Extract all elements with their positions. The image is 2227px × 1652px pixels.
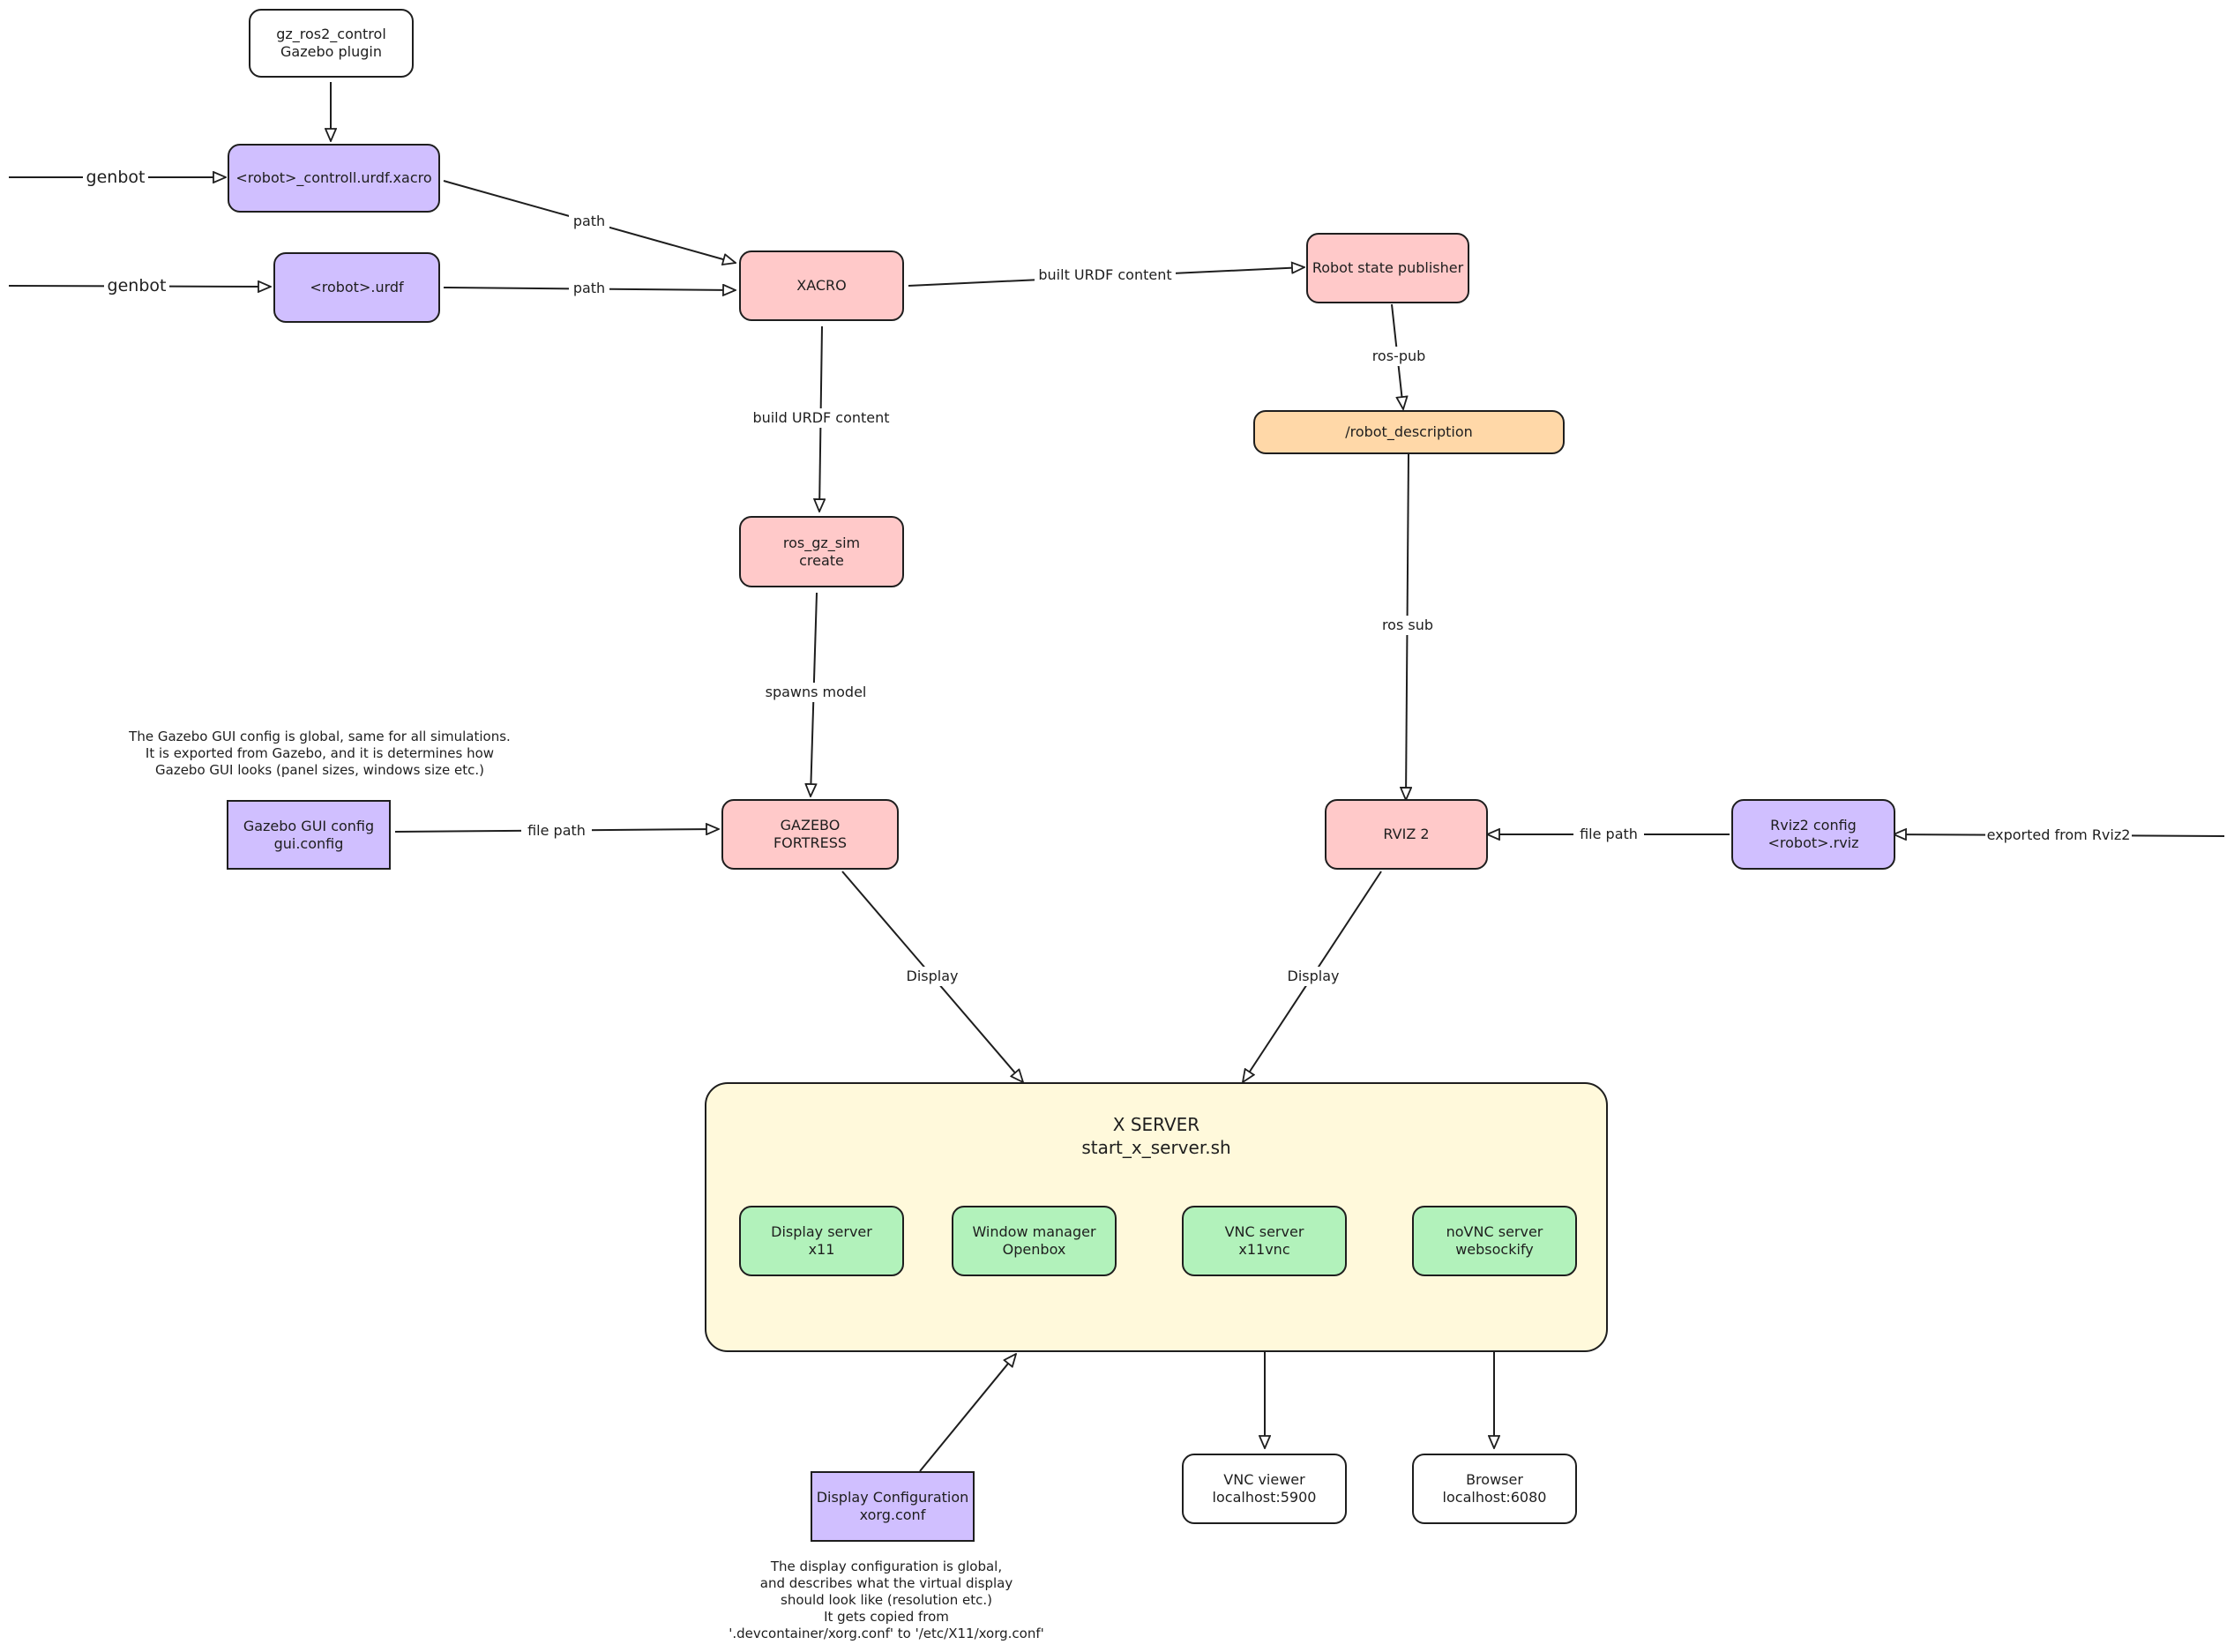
edge-gazebo-to-xserver [841,871,1023,1082]
edge-rsp-to-robot-description [1391,303,1403,409]
ros-gz-sim-create-node[interactable]: ros_gz_sim create [739,516,904,587]
xacro-node[interactable]: XACRO [739,250,904,321]
edge-gui-config-to-gazebo [394,829,719,832]
gazebo-gui-config-node[interactable]: Gazebo GUI config gui.config [227,800,391,870]
edge-xacro-to-ros-gz-sim [819,325,822,512]
robot-state-publisher-node[interactable]: Robot state publisher [1306,233,1469,303]
x-server-title: X SERVER start_x_server.sh [1081,1114,1231,1158]
edge-genbot-to-urdf [8,286,271,287]
edge-exported-to-rviz-config [1894,834,2225,836]
edge-display-config-to-xserver [919,1354,1016,1472]
browser-node[interactable]: Browser localhost:6080 [1412,1454,1577,1524]
gazebo-gui-config-note: The Gazebo GUI config is global, same fo… [129,729,511,778]
display-configuration-node[interactable]: Display Configuration xorg.conf [811,1471,975,1542]
edge-ros-gz-sim-to-gazebo [811,592,818,796]
display-server-node[interactable]: Display server x11 [739,1206,904,1276]
rviz2-node[interactable]: RVIZ 2 [1325,799,1488,870]
robot-urdf-file-node[interactable]: <robot>.urdf [273,252,440,323]
display-configuration-note: The display configuration is global, and… [729,1559,1044,1641]
window-manager-node[interactable]: Window manager Openbox [952,1206,1117,1276]
control-xacro-file-node[interactable]: <robot>_controll.urdf.xacro [228,144,440,213]
vnc-viewer-node[interactable]: VNC viewer localhost:5900 [1182,1454,1347,1524]
robot-description-topic-node[interactable]: /robot_description [1253,410,1565,454]
edge-urdf-to-xacro [443,288,736,290]
gz-ros2-control-plugin-node[interactable]: gz_ros2_control Gazebo plugin [249,9,414,78]
novnc-server-node[interactable]: noVNC server websockify [1412,1206,1577,1276]
edge-rviz-to-xserver [1243,871,1382,1082]
gazebo-fortress-node[interactable]: GAZEBO FORTRESS [721,799,899,870]
vnc-server-node[interactable]: VNC server x11vnc [1182,1206,1347,1276]
edge-robot-description-to-rviz [1406,453,1409,800]
edge-control-xacro-to-xacro [443,180,736,263]
edge-xacro-to-rsp [908,267,1304,287]
rviz2-config-node[interactable]: Rviz2 config <robot>.rviz [1731,799,1895,870]
